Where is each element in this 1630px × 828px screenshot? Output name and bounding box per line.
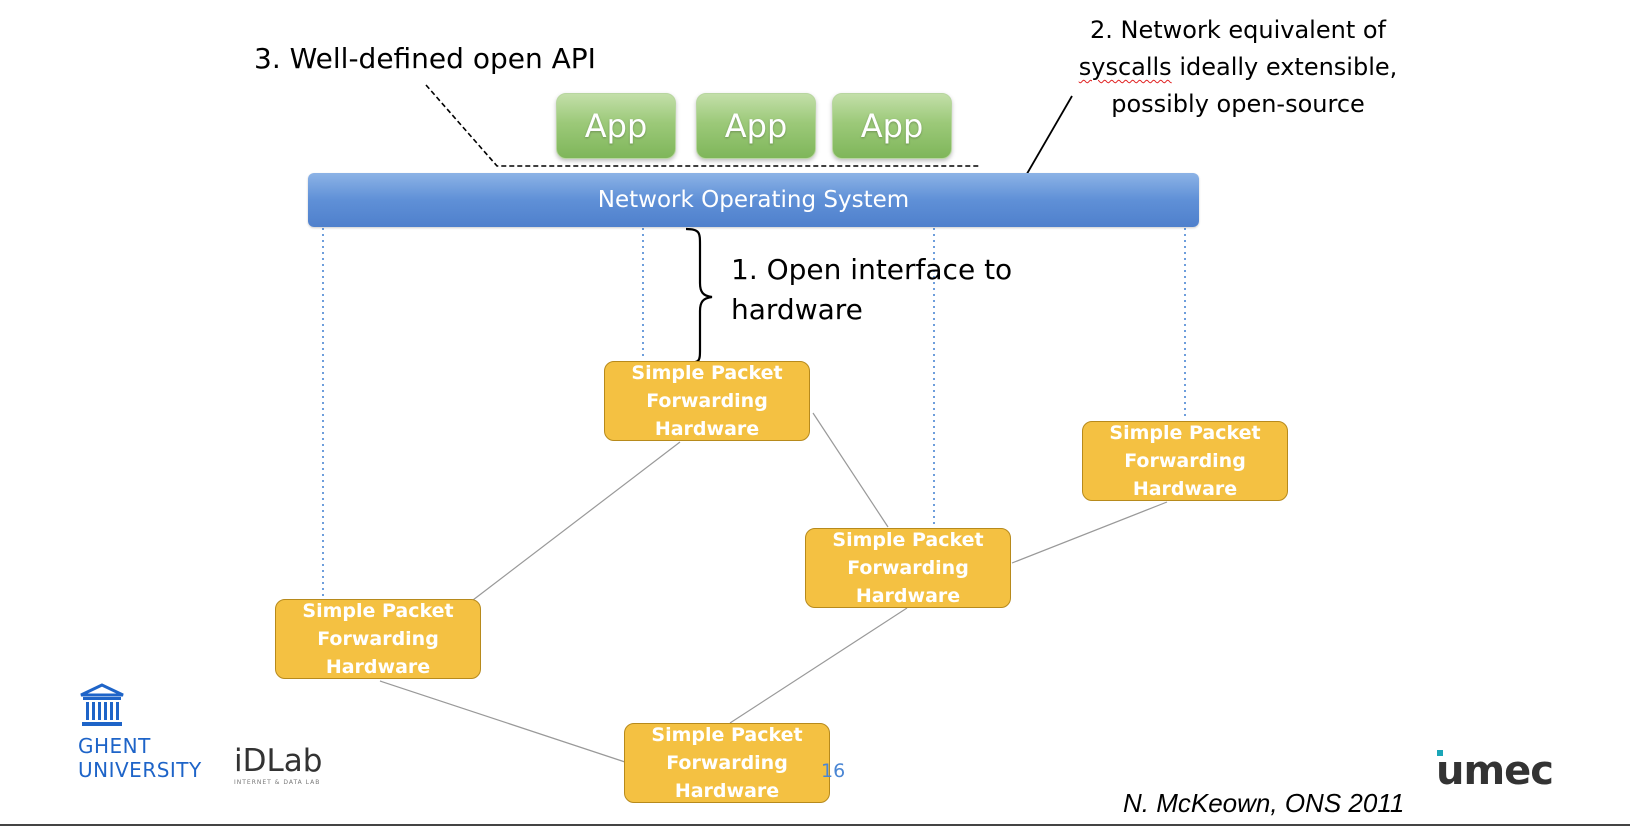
hw-link-a bbox=[472, 441, 681, 601]
imec-wordmark: umec bbox=[1436, 748, 1554, 794]
interface-brace bbox=[685, 227, 713, 365]
hw-link-c bbox=[1011, 501, 1168, 564]
syscalls-line-3: possibly open-source bbox=[1111, 90, 1365, 118]
syscalls-line-2: syscalls ideally extensible, bbox=[1060, 49, 1416, 86]
ghent-university-logo: GHENT UNIVERSITY bbox=[78, 683, 202, 782]
ghent-word: GHENT bbox=[78, 734, 151, 758]
hardware-node-right: Simple Packet Forwarding Hardware bbox=[1082, 421, 1288, 501]
syscalls-annotation: 2. Network equivalent of syscalls ideall… bbox=[1060, 12, 1416, 123]
interface-line-1: 1. Open interface to bbox=[731, 253, 1013, 286]
syscalls-misspelled-word: syscalls bbox=[1078, 53, 1172, 81]
ghent-university-building-icon bbox=[80, 683, 124, 726]
imec-logo: umec bbox=[1434, 748, 1554, 794]
idlab-subtitle: INTERNET & DATA LAB bbox=[234, 779, 321, 786]
imec-dot-icon bbox=[1437, 750, 1443, 756]
idlab-logo: iDLab INTERNET & DATA LAB bbox=[234, 743, 322, 786]
hw-link-b bbox=[812, 412, 889, 528]
bottom-rule bbox=[0, 824, 1630, 826]
university-word: UNIVERSITY bbox=[78, 758, 202, 782]
interface-annotation: 1. Open interface to hardware bbox=[731, 250, 1012, 330]
hw-link-e bbox=[379, 680, 626, 763]
api-annotation: 3. Well-defined open API bbox=[254, 42, 596, 75]
interface-line-2: hardware bbox=[731, 293, 863, 326]
syscalls-line-1: 2. Network equivalent of bbox=[1090, 16, 1386, 44]
idlab-wordmark: iDLab bbox=[234, 743, 323, 779]
hardware-node-left: Simple Packet Forwarding Hardware bbox=[275, 599, 481, 679]
hw-link-d bbox=[729, 607, 908, 724]
citation: N. McKeown, ONS 2011 bbox=[1123, 788, 1405, 818]
hardware-node-middle: Simple Packet Forwarding Hardware bbox=[805, 528, 1011, 608]
syscalls-line-2-rest: ideally extensible, bbox=[1171, 53, 1398, 81]
page-number: 16 bbox=[821, 760, 846, 782]
network-operating-system-bar: Network Operating System bbox=[308, 173, 1199, 227]
app-box-3: App bbox=[832, 93, 952, 159]
app-box-2: App bbox=[696, 93, 816, 159]
app-box-1: App bbox=[556, 93, 676, 159]
hardware-node-bottom: Simple Packet Forwarding Hardware bbox=[624, 723, 830, 803]
api-dashed-line bbox=[425, 84, 980, 167]
hardware-node-top: Simple Packet Forwarding Hardware bbox=[604, 361, 810, 441]
